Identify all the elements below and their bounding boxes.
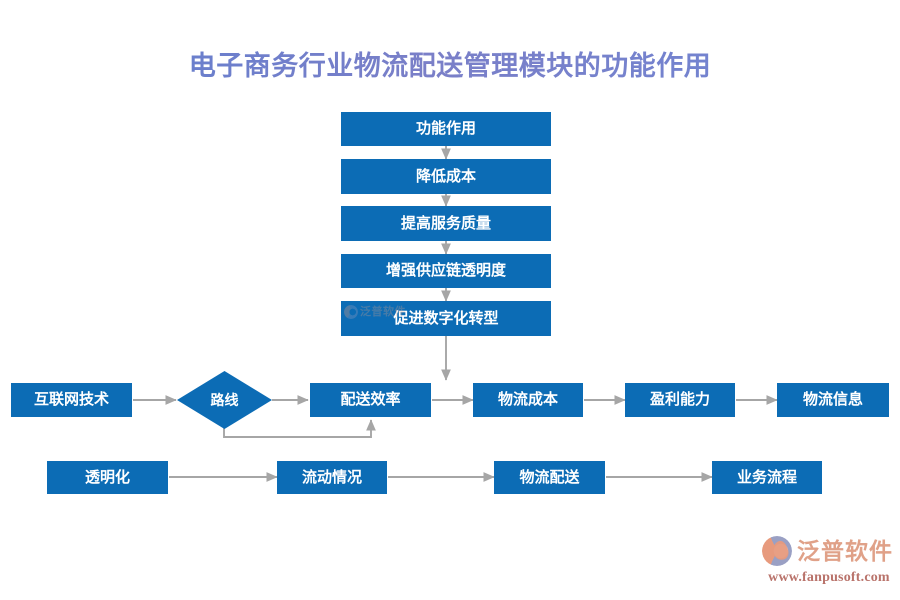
page-title: 电子商务行业物流配送管理模块的功能作用 <box>0 44 900 83</box>
node-label: 物流信息 <box>802 391 863 409</box>
node-label: 透明化 <box>84 468 130 486</box>
node-label-line-1: 路 <box>210 392 225 408</box>
node-label: 业务流程 <box>736 468 797 486</box>
brand-watermark: 泛普软件 www.fanpusoft.com <box>762 534 896 592</box>
node-路线-decision[interactable]: 路 线 <box>177 371 272 429</box>
node-label: 物流成本 <box>497 391 558 409</box>
brand-url: www.fanpusoft.com <box>768 570 890 585</box>
node-业务流程[interactable]: 业务流程 <box>712 461 822 494</box>
node-降低成本[interactable]: 降低成本 <box>341 159 551 194</box>
node-label: 降低成本 <box>415 167 476 185</box>
node-物流成本[interactable]: 物流成本 <box>473 383 583 417</box>
node-label: 流动情况 <box>301 468 362 486</box>
brand-name: 泛普软件 <box>797 537 893 564</box>
node-功能作用[interactable]: 功能作用 <box>341 112 551 146</box>
node-物流信息[interactable]: 物流信息 <box>777 383 889 417</box>
node-label: 增强供应链透明度 <box>385 262 506 280</box>
brand-row: 泛普软件 <box>762 534 896 568</box>
node-促进数字化转型[interactable]: 促进数字化转型 <box>341 301 551 336</box>
node-增强供应链透明度[interactable]: 增强供应链透明度 <box>341 254 551 288</box>
node-盈利能力[interactable]: 盈利能力 <box>625 383 735 417</box>
node-提高服务质量[interactable]: 提高服务质量 <box>341 206 551 241</box>
node-物流配送[interactable]: 物流配送 <box>494 461 605 494</box>
node-配送效率[interactable]: 配送效率 <box>310 383 431 417</box>
node-label: 互联网技术 <box>33 391 109 409</box>
diamond-label-stack: 路 线 <box>177 371 272 429</box>
node-label: 盈利能力 <box>649 391 710 409</box>
node-label: 物流配送 <box>519 468 580 486</box>
node-label: 功能作用 <box>415 120 476 138</box>
node-label: 提高服务质量 <box>400 214 491 232</box>
node-label: 配送效率 <box>340 391 401 409</box>
fanpu-swoosh-logo-icon <box>762 536 792 566</box>
node-流动情况[interactable]: 流动情况 <box>277 461 387 494</box>
node-label-line-2: 线 <box>224 392 239 408</box>
node-透明化[interactable]: 透明化 <box>47 461 168 494</box>
node-互联网技术[interactable]: 互联网技术 <box>11 383 132 417</box>
node-label: 促进数字化转型 <box>393 309 499 327</box>
